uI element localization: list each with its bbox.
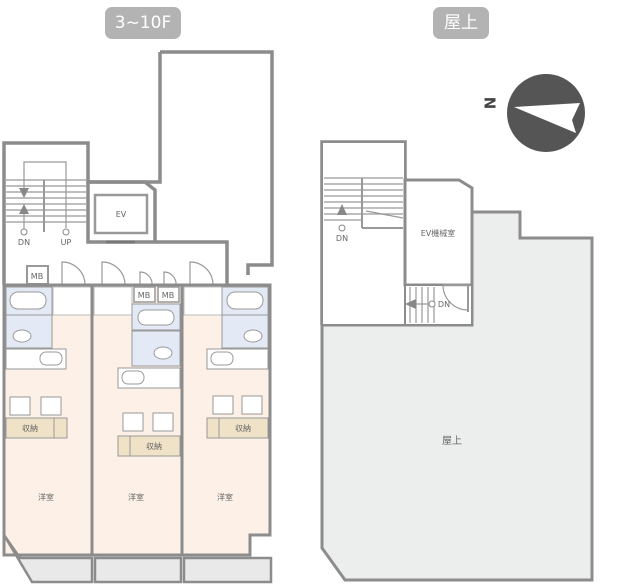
toilet-icon [12, 329, 32, 343]
balconies [2, 534, 273, 584]
storage-label: 収納 [22, 423, 38, 433]
meter-box-label: MB [138, 291, 150, 300]
stair-up-label: UP [61, 238, 72, 247]
compass-north-label: N [481, 97, 499, 110]
bathtub-icon [226, 291, 264, 310]
appliance-icon [122, 412, 144, 432]
stair-wall [2, 52, 162, 285]
floor-label-typical: 3~10F [105, 7, 181, 39]
meter-boxes: MB MB [133, 286, 180, 303]
room-label: 洋室 [38, 492, 54, 502]
storage-label: 収納 [146, 441, 162, 451]
washer-icon [9, 396, 31, 416]
roof-area-label: 屋上 [442, 435, 462, 447]
ev-machine-room-label: EV機械室 [421, 228, 456, 238]
meter-box [133, 286, 156, 303]
sink-icon [210, 351, 234, 366]
unit-1: 収納 洋室 [2, 283, 94, 557]
meter-box-label: MB [162, 291, 174, 300]
toilet-room [5, 314, 53, 349]
toilet-room [131, 330, 181, 367]
upper-wall [160, 50, 274, 275]
compass: N [481, 74, 585, 152]
room-label: 洋室 [217, 492, 233, 502]
arrow-up-icon [19, 204, 29, 214]
meter-box-label: MB [31, 272, 43, 281]
bathtub-icon [9, 291, 47, 310]
stair-down-label: DN [18, 238, 30, 247]
room-label: 洋室 [128, 492, 144, 502]
ev-machine-room [403, 178, 474, 287]
washer-icon [241, 395, 263, 415]
roof-floor-plan: DN EV機械室 DN 屋上 [320, 140, 594, 582]
appliance-icon [212, 395, 234, 415]
storage [129, 435, 181, 457]
arrow-up-icon [337, 204, 347, 215]
roof-stair-down-label-2: DN [438, 300, 450, 309]
toilet-room [221, 314, 269, 349]
entrance-tiles [93, 286, 133, 316]
unit-2: 収納 洋室 [90, 283, 184, 557]
roof-staircase [324, 177, 404, 229]
entrance-tiles [52, 286, 92, 316]
sink-icon [121, 370, 145, 385]
toilet-icon [153, 346, 173, 360]
storage-label: 収納 [235, 423, 251, 433]
sink-icon [39, 351, 63, 366]
toilet-icon [243, 329, 263, 343]
elevator-label: EV [116, 210, 127, 219]
staircase: DN UP [6, 161, 86, 247]
floor-label-roof: 屋上 [433, 7, 489, 39]
north-arrow-icon [514, 103, 580, 133]
bathtub-icon [137, 309, 175, 326]
entry-doors [61, 261, 214, 286]
entrance-tiles [183, 286, 223, 316]
unit-3: 収納 洋室 [180, 283, 272, 557]
meter-box [157, 286, 180, 303]
arrow-left-icon [405, 299, 416, 309]
elevator-car [93, 193, 149, 235]
appliance-icon [40, 396, 62, 416]
arrow-down-icon [19, 188, 29, 198]
roof-area [320, 210, 594, 582]
elevator-shaft [86, 180, 157, 244]
storage [218, 417, 269, 439]
washer-icon [152, 412, 174, 432]
typical-floor-plan: DN UP EV MB 収納 洋室 [2, 50, 274, 584]
roof-stair-down-label: DN [336, 234, 348, 243]
